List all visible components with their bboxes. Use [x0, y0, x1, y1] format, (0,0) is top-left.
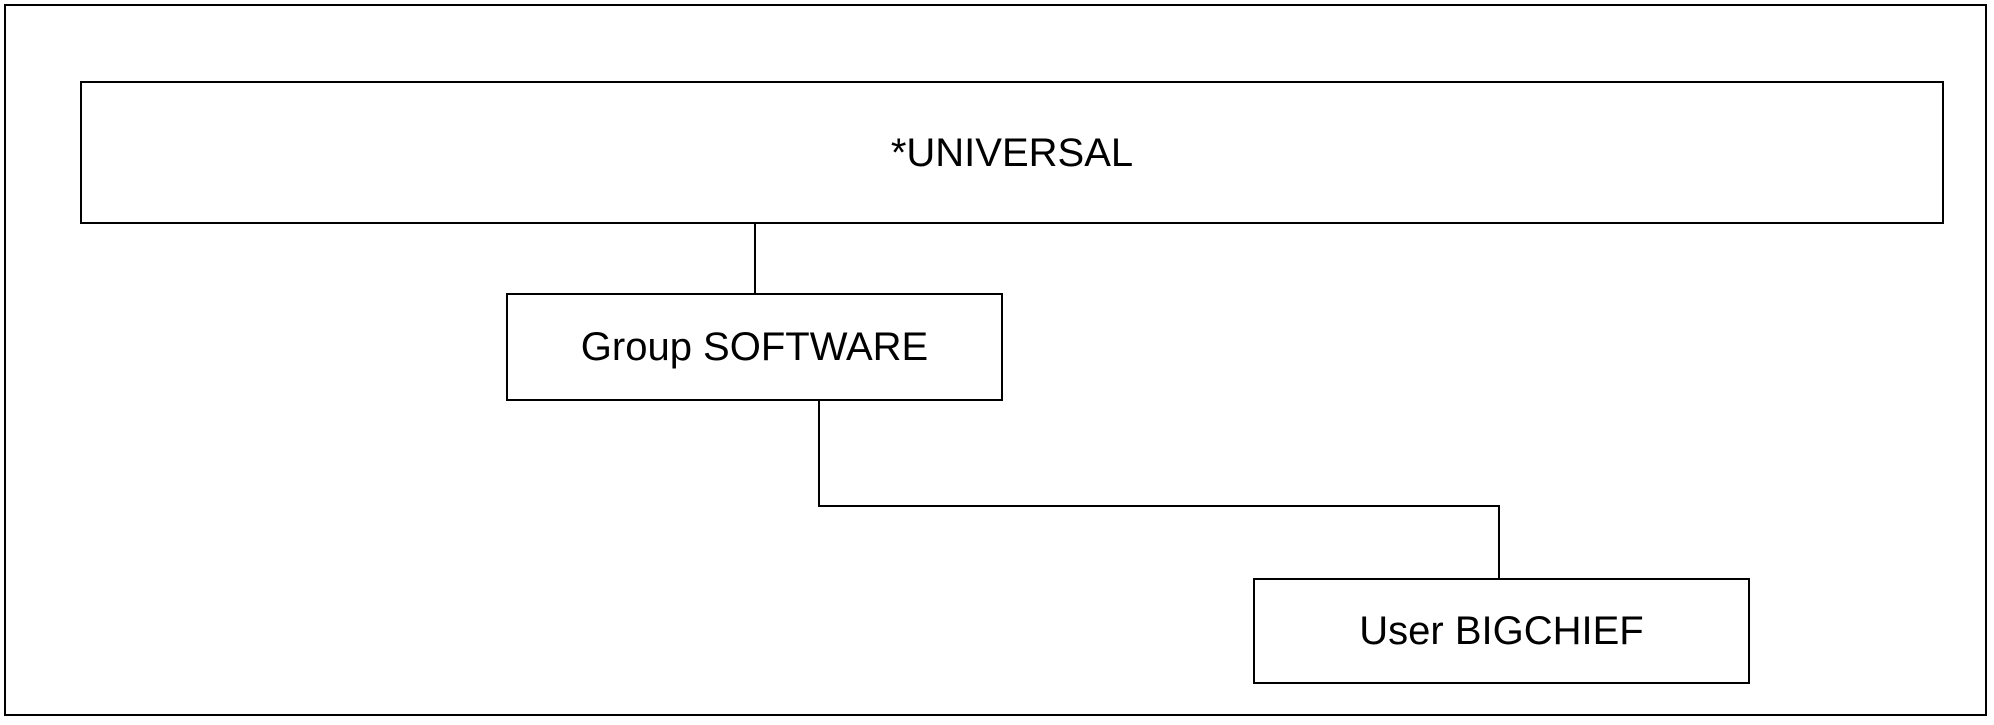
node-user-bigchief[interactable]: User BIGCHIEF — [1253, 578, 1750, 684]
connector-group-software-to-user-bigchief-segment-across — [818, 505, 1500, 507]
node-group-software[interactable]: Group SOFTWARE — [506, 293, 1003, 401]
node-universal[interactable]: *UNIVERSAL — [80, 81, 1944, 224]
connector-group-software-to-user-bigchief-segment-drop — [1498, 505, 1500, 580]
node-user-bigchief-label: User BIGCHIEF — [1359, 609, 1644, 653]
connector-universal-to-group-software — [754, 222, 756, 295]
diagram-border: *UNIVERSAL Group SOFTWARE User BIGCHIEF — [4, 4, 1987, 716]
node-universal-label: *UNIVERSAL — [890, 130, 1134, 175]
connector-group-software-to-user-bigchief-segment-down — [818, 399, 820, 507]
node-group-software-label: Group SOFTWARE — [580, 325, 929, 369]
